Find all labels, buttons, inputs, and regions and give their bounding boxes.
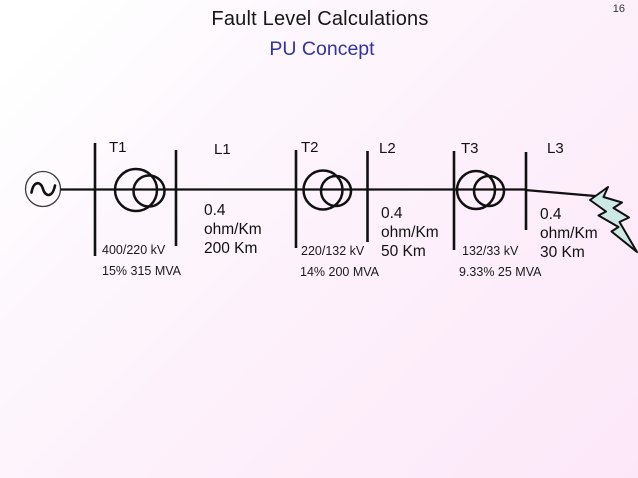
label-line-l2: L2 xyxy=(379,140,396,157)
label-transformer-t2: T2 xyxy=(301,139,319,156)
line-l3-impedance: 0.4 ohm/Km 30 Km xyxy=(540,205,598,262)
transformer-t1-kv-rating: 400/220 kV xyxy=(102,243,166,257)
transformer-t1-mva-rating: 15% 315 MVA xyxy=(102,264,181,278)
lightning-bolt-icon xyxy=(589,186,638,253)
transformer-t2-icon xyxy=(302,169,353,211)
transformer-t1-icon xyxy=(113,167,166,213)
impedance-unit: ohm/Km xyxy=(381,224,439,241)
slide-subtitle: PU Concept xyxy=(269,38,375,60)
impedance-value: 0.4 xyxy=(381,205,403,222)
impedance-value: 0.4 xyxy=(540,206,562,223)
label-line-l1: L1 xyxy=(214,141,231,158)
ac-source-sine-wave-icon xyxy=(24,170,62,208)
feeder-line-to-fault xyxy=(524,188,602,198)
transformer-t3-kv-rating: 132/33 kV xyxy=(462,244,519,258)
impedance-unit: ohm/Km xyxy=(540,225,598,242)
line-length: 30 Km xyxy=(540,244,585,261)
impedance-value: 0.4 xyxy=(204,202,226,219)
label-transformer-t1: T1 xyxy=(109,139,127,156)
impedance-unit: ohm/Km xyxy=(204,221,262,238)
transformer-t2-mva-rating: 14% 200 MVA xyxy=(300,265,379,279)
page-number: 16 xyxy=(612,3,625,15)
line-l1-impedance: 0.4 ohm/Km 200 Km xyxy=(204,201,262,258)
label-line-l3: L3 xyxy=(547,140,564,157)
transformer-t2-kv-rating: 220/132 kV xyxy=(301,244,365,258)
label-transformer-t3: T3 xyxy=(461,140,479,157)
transformer-t3-icon xyxy=(455,169,506,211)
line-l2-impedance: 0.4 ohm/Km 50 Km xyxy=(381,204,439,261)
slide-title: Fault Level Calculations xyxy=(211,8,429,30)
transformer-t3-mva-rating: 9.33% 25 MVA xyxy=(459,265,542,279)
line-length: 200 Km xyxy=(204,240,258,257)
line-length: 50 Km xyxy=(381,243,426,260)
